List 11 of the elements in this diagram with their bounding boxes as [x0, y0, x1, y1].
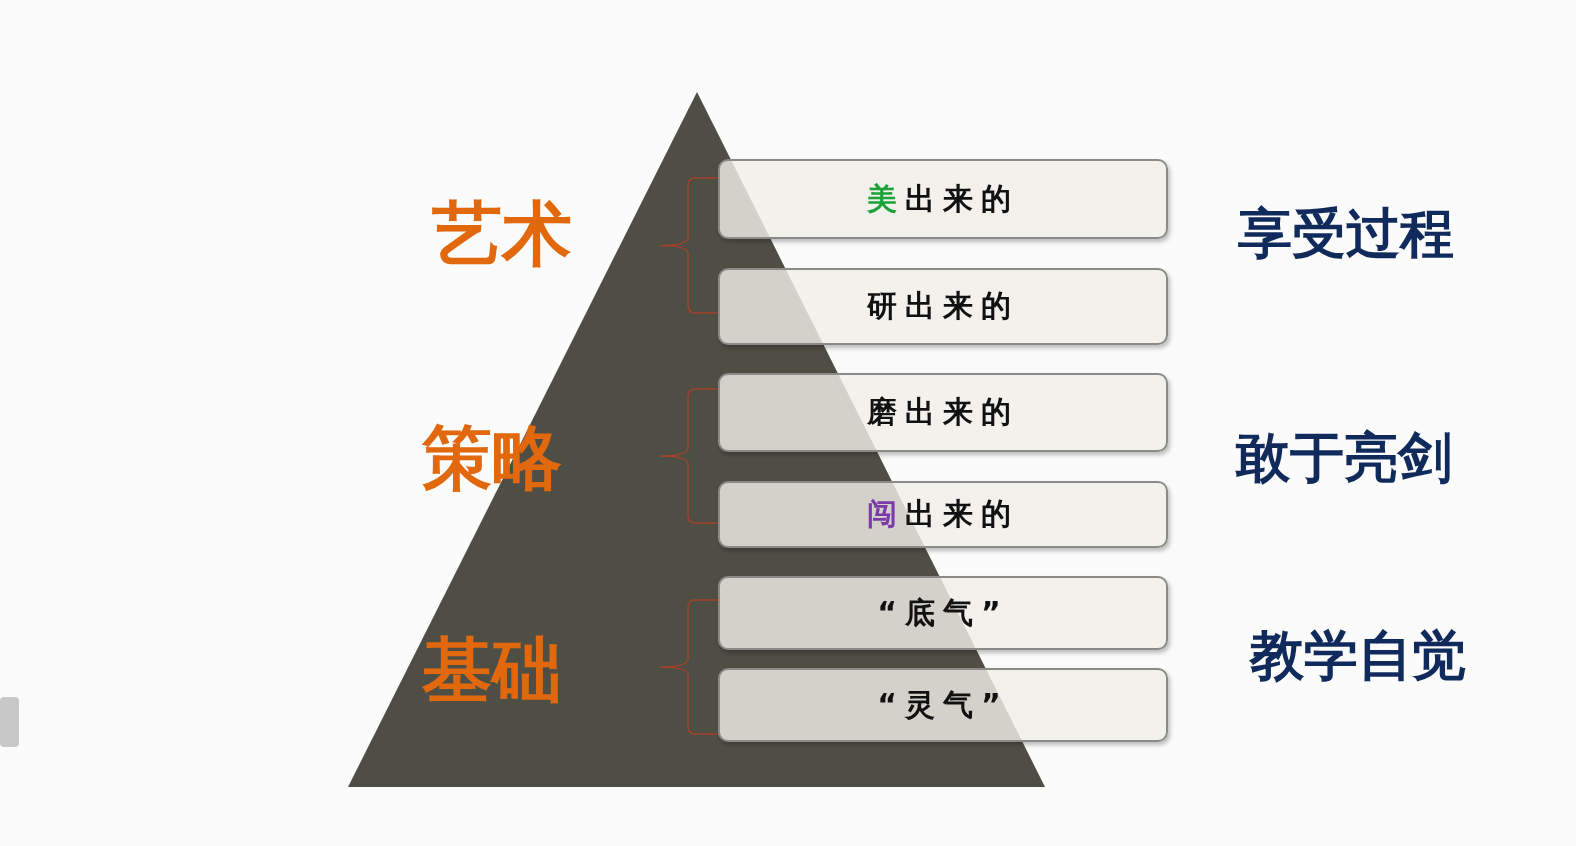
- tier-label: 基础: [422, 628, 562, 713]
- text-box: 研出来的: [718, 268, 1168, 345]
- tier-label: 艺术: [432, 192, 572, 277]
- text-box: 美出来的: [718, 159, 1168, 239]
- side-label: 敢于亮剑: [1236, 425, 1452, 491]
- side-label: 享受过程: [1238, 201, 1454, 267]
- text-box: 磨出来的: [718, 373, 1168, 452]
- text-box: “灵气”: [718, 668, 1168, 742]
- text-box: “底气”: [718, 576, 1168, 650]
- text-box: 闯出来的: [718, 481, 1168, 548]
- side-label: 教学自觉: [1250, 623, 1466, 689]
